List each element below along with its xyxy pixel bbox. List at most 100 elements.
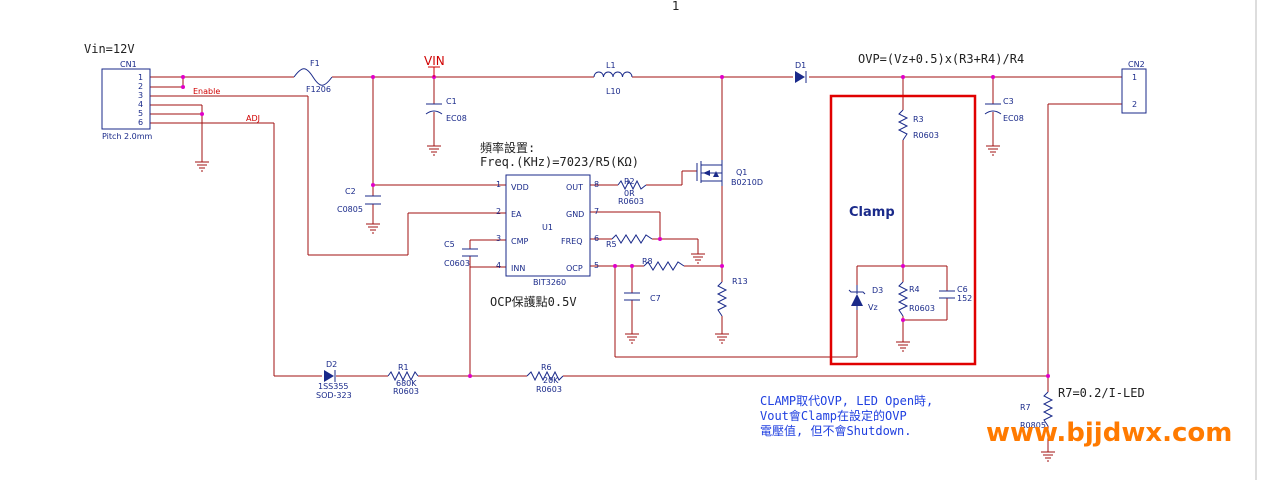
resistor-r6: R6 20K R0603	[526, 363, 564, 394]
svg-text:20K: 20K	[543, 376, 559, 385]
cn1-pin: 3	[138, 91, 143, 100]
svg-text:R0603: R0603	[913, 131, 939, 140]
r7-formula: R7=0.2/I-LED	[1058, 386, 1145, 400]
svg-text:B0210D: B0210D	[731, 178, 763, 187]
svg-text:R0805: R0805	[1020, 421, 1046, 430]
resistor-r4: R4 R0603	[897, 281, 935, 317]
ground-r13-icon	[714, 327, 730, 344]
diode-d2: D2 1SS355 SOD-323	[316, 360, 352, 400]
ground-r7-icon	[1040, 445, 1056, 462]
connector-cn2: CN2 1 2	[1121, 60, 1147, 114]
svg-text:FREQ: FREQ	[561, 237, 583, 246]
svg-text:C2: C2	[345, 187, 356, 196]
ovp-formula: OVP=(Vz+0.5)x(R3+R4)/R4	[858, 52, 1024, 66]
svg-text:EC08: EC08	[446, 114, 467, 123]
svg-text:OUT: OUT	[566, 183, 583, 192]
svg-text:D1: D1	[795, 61, 806, 70]
resistor-r2: R2 0R R0603	[617, 177, 647, 206]
svg-text:R8: R8	[642, 257, 653, 266]
ground-c2-icon	[365, 217, 381, 234]
svg-text:BIT3260: BIT3260	[533, 278, 566, 287]
svg-text:R7: R7	[1020, 403, 1031, 412]
clamp-highlight-box	[829, 94, 977, 366]
junction-dots	[181, 75, 1050, 378]
svg-text:GND: GND	[566, 210, 584, 219]
svg-text:R0603: R0603	[909, 304, 935, 313]
ground-cn1-icon	[194, 155, 210, 172]
capacitor-c3: C3 EC08	[984, 97, 1024, 123]
clamp-note-line3: 電壓值, 但不會Shutdown.	[760, 423, 911, 438]
svg-text:U1: U1	[542, 223, 553, 232]
svg-text:CN2: CN2	[1128, 60, 1145, 69]
svg-text:152: 152	[957, 294, 972, 303]
freq-title: 頻率設置:	[480, 140, 535, 155]
resistor-r1: R1 680K R0603	[387, 363, 419, 396]
ic-u1: U1 BIT3260 1 2 3 4 VDD EA CMP INN 8 7 6 …	[496, 174, 599, 287]
clamp-note-line1: CLAMP取代OVP, LED Open時,	[760, 394, 933, 408]
svg-text:R6: R6	[541, 363, 552, 372]
capacitor-c2: C2 C0805	[337, 187, 381, 214]
svg-text:C1: C1	[446, 97, 457, 106]
diode-d1: D1	[795, 61, 807, 83]
capacitor-c1: C1 EC08	[425, 97, 467, 123]
svg-text:R4: R4	[909, 285, 920, 294]
svg-text:2: 2	[1132, 100, 1137, 109]
svg-text:5: 5	[594, 261, 599, 270]
watermark: www.bjjdwx.com	[986, 418, 1232, 448]
svg-text:7: 7	[594, 207, 599, 216]
ground-r4-icon	[895, 335, 911, 352]
capacitor-c6: C6 152	[939, 285, 972, 303]
svg-text:R2: R2	[624, 177, 635, 186]
capacitor-c7: C7	[624, 292, 661, 303]
svg-text:C6: C6	[957, 285, 968, 294]
cn1-pin: 5	[138, 109, 143, 118]
svg-text:8: 8	[594, 180, 599, 189]
svg-text:SOD-323: SOD-323	[316, 391, 352, 400]
svg-text:C0603: C0603	[444, 259, 470, 268]
ground-c3-icon	[985, 139, 1001, 156]
svg-text:0R: 0R	[624, 189, 635, 198]
ocp-note: OCP保護點0.5V	[490, 294, 577, 309]
svg-text:C7: C7	[650, 294, 661, 303]
clamp-label: Clamp	[849, 205, 895, 220]
svg-text:R3: R3	[913, 115, 924, 124]
svg-text:F1206: F1206	[306, 85, 331, 94]
svg-text:D3: D3	[872, 286, 883, 295]
svg-text:D2: D2	[326, 360, 337, 369]
mosfet-q1: Q1 B0210D	[696, 160, 763, 187]
svg-text:R0603: R0603	[618, 197, 644, 206]
cn1-pitch: Pitch 2.0mm	[102, 132, 153, 141]
svg-text:R13: R13	[732, 277, 748, 286]
resistor-r7: R7 R0805	[1020, 391, 1054, 430]
svg-text:1: 1	[1132, 73, 1137, 82]
cn1-pin: 2	[138, 82, 143, 91]
resistor-r8: R8	[642, 257, 685, 271]
inductor-l1: L1 L10	[593, 61, 633, 96]
svg-text:Vz: Vz	[868, 303, 878, 312]
cn1-pin: 6	[138, 118, 143, 127]
resistor-r5: R5	[606, 234, 653, 249]
svg-text:R1: R1	[398, 363, 409, 372]
svg-text:C5: C5	[444, 240, 455, 249]
svg-text:1SS355: 1SS355	[318, 382, 349, 391]
svg-text:3: 3	[496, 234, 501, 243]
svg-text:VIN: VIN	[424, 54, 445, 68]
svg-text:L10: L10	[606, 87, 621, 96]
cn1-ref: CN1	[120, 60, 137, 69]
capacitor-c5: C5 C0603	[444, 240, 478, 268]
svg-text:L1: L1	[606, 61, 616, 70]
svg-text:EA: EA	[511, 210, 522, 219]
svg-text:1: 1	[496, 180, 501, 189]
wires	[150, 76, 1122, 446]
svg-text:OCP: OCP	[566, 264, 583, 273]
svg-text:R5: R5	[606, 240, 617, 249]
svg-text:EC08: EC08	[1003, 114, 1024, 123]
connector-cn1: CN1 1 2 3 4 5 6 Pitch 2.0mm	[101, 60, 153, 141]
ground-c1-icon	[426, 139, 442, 156]
net-adj-label: ADJ	[246, 114, 260, 123]
cn1-pin: 1	[138, 73, 143, 82]
ground-c7-icon	[624, 327, 640, 344]
cn1-pin: 4	[138, 100, 143, 109]
svg-text:R0603: R0603	[393, 387, 419, 396]
